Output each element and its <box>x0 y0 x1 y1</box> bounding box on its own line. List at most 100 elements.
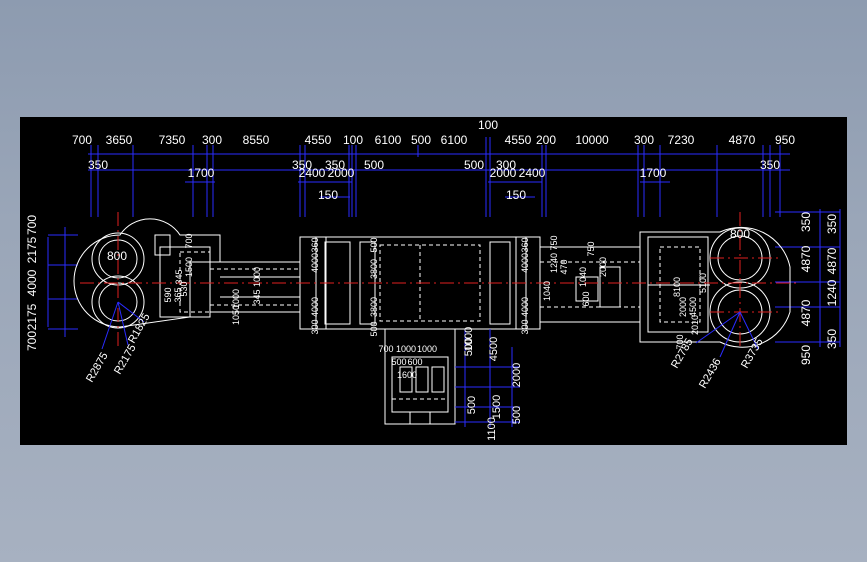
inner-dimension-label: 3800 <box>369 259 379 279</box>
top-dimension-label: 300 <box>634 133 654 147</box>
top-dimension-label: 350 <box>760 158 780 172</box>
top-dimension-label: 2400 <box>299 166 326 180</box>
left-dimension-label: 700 <box>25 215 39 235</box>
circle-diameter-label: 800 <box>730 227 750 241</box>
radius-leaders <box>101 301 759 358</box>
inner-dimension-label: 4500 <box>688 297 698 317</box>
bottom-dimension-label: 4500 <box>488 337 500 361</box>
inner-dimension-label: 4000 <box>520 253 530 273</box>
inner-dimension-label: 360 <box>520 237 530 252</box>
top-dimension-label: 100 <box>478 118 498 132</box>
inner-dimension-label: 700 <box>184 233 194 248</box>
inner-dimension-label: 500 <box>369 237 379 252</box>
radius-label: R2436 <box>697 356 724 390</box>
inner-dimension-label: 1500 <box>184 257 194 277</box>
top-dimension-label: 3650 <box>106 133 133 147</box>
top-dimension-label: 6100 <box>441 133 468 147</box>
left-dimension-label: 2175 <box>25 236 39 263</box>
right-dimension-label: 350 <box>825 329 839 349</box>
right-dimension-lines <box>775 209 841 347</box>
inner-dimension-label: 345 <box>174 269 184 284</box>
inner-dimension-label: 600 <box>581 291 591 306</box>
inner-dimension-label: 2000 <box>678 297 688 317</box>
inner-dimension-label: 300 <box>520 319 530 334</box>
inner-dimension-label: 1240 <box>549 253 559 273</box>
top-dimension-label: 150 <box>506 188 526 202</box>
bottom-annex <box>384 328 456 425</box>
annex-dimension-label: 1000 <box>396 344 416 354</box>
inner-dimension-label: 2000 <box>598 257 608 277</box>
right-dimension-label: 950 <box>799 345 813 365</box>
bottom-dimension-label: 2000 <box>511 363 523 387</box>
inner-dimension-label: 470 <box>559 259 569 274</box>
top-dimension-label: 350 <box>325 158 345 172</box>
annex-dimension-label: 1000 <box>417 344 437 354</box>
top-dimension-label: 4550 <box>505 133 532 147</box>
top-dimension-label: 4550 <box>305 133 332 147</box>
top-dimension-label: 700 <box>72 133 92 147</box>
inner-dimension-label: 750 <box>549 235 559 250</box>
inner-dimension-label: 590 <box>163 287 173 302</box>
top-dimension-label: 950 <box>775 133 795 147</box>
right-dimension-label: 4870 <box>825 247 839 274</box>
right-dimension-label: 1240 <box>825 279 839 306</box>
top-dimension-label: 4870 <box>729 133 756 147</box>
left-dimension-label: 700 <box>25 331 39 351</box>
bottom-dimension-label: 500 <box>511 406 523 424</box>
inner-dimension-label: 345 <box>252 289 262 304</box>
right-channel <box>540 246 640 323</box>
top-dimension-label: 350 <box>292 158 312 172</box>
top-dimension-label: 300 <box>202 133 222 147</box>
top-dimension-label: 7350 <box>159 133 186 147</box>
plan-drawing: 700 3650 7350 300 8550 4550 100 6100 500 6100 4550… <box>25 118 841 441</box>
left-tank-outline <box>73 218 221 329</box>
circle-diameter-label: 800 <box>107 249 127 263</box>
inner-dimension-label: 4000 <box>310 253 320 273</box>
top-dimension-label: 2000 <box>328 166 355 180</box>
top-dimension-label: 6100 <box>375 133 402 147</box>
inner-dimension-label: 2010 <box>690 315 700 335</box>
inner-dimension-label: 750 <box>586 241 596 256</box>
cad-drawing-viewport[interactable]: 700 3650 7350 300 8550 4550 100 6100 500 6100 4550… <box>20 117 847 445</box>
bottom-dimension-lines <box>455 329 520 427</box>
inner-dimension-label: 1000 <box>231 289 241 309</box>
top-dimension-lines <box>88 137 790 217</box>
top-dimension-label: 100 <box>343 133 363 147</box>
bottom-dimension-label: 500 <box>463 338 475 356</box>
right-dimension-label: 350 <box>825 214 839 234</box>
bottom-dimension-label: 1000 <box>463 327 475 351</box>
right-dimension-label: 4870 <box>799 245 813 272</box>
top-dimension-label: 10000 <box>575 133 609 147</box>
right-dimension-label: 350 <box>799 212 813 232</box>
top-dimension-label: 8550 <box>243 133 270 147</box>
annex-dimension-label: 600 <box>407 357 422 367</box>
radius-label: R2175 <box>112 342 139 376</box>
bottom-dimension-label: 1100 <box>486 417 498 441</box>
top-dimension-label: 1700 <box>640 166 667 180</box>
inner-dimension-label: 500 <box>369 321 379 336</box>
inner-dimension-label: 530 <box>179 281 189 296</box>
top-dimension-label: 500 <box>411 133 431 147</box>
annex-dimension-label: 700 <box>378 344 393 354</box>
inner-dimension-label: 365 <box>173 287 183 302</box>
bottom-dimension-label: 1500 <box>491 395 503 419</box>
left-channel <box>210 261 300 313</box>
annex-dimension-label: 500 <box>391 357 406 367</box>
inner-dimension-label: 4000 <box>310 297 320 317</box>
top-dimension-label: 2000 <box>490 166 517 180</box>
left-dimension-label: 2175 <box>25 303 39 330</box>
left-dimension-lines <box>47 227 78 337</box>
inner-dimension-label: 8100 <box>672 277 682 297</box>
inner-dimension-label: 4000 <box>520 297 530 317</box>
radius-label: R2875 <box>84 350 111 384</box>
bottom-dimension-label: 500 <box>466 396 478 414</box>
inner-dimension-label: 5100 <box>698 273 708 293</box>
inner-dimension-label: 360 <box>310 237 320 252</box>
left-dimension-label: 4000 <box>25 269 39 296</box>
inner-dimension-label: 1040 <box>542 281 552 301</box>
top-dimension-label: 150 <box>318 188 338 202</box>
centerlines <box>80 212 800 347</box>
top-dimension-label: 350 <box>88 158 108 172</box>
inner-dimension-label: 300 <box>310 319 320 334</box>
top-dimension-label: 2400 <box>519 166 546 180</box>
